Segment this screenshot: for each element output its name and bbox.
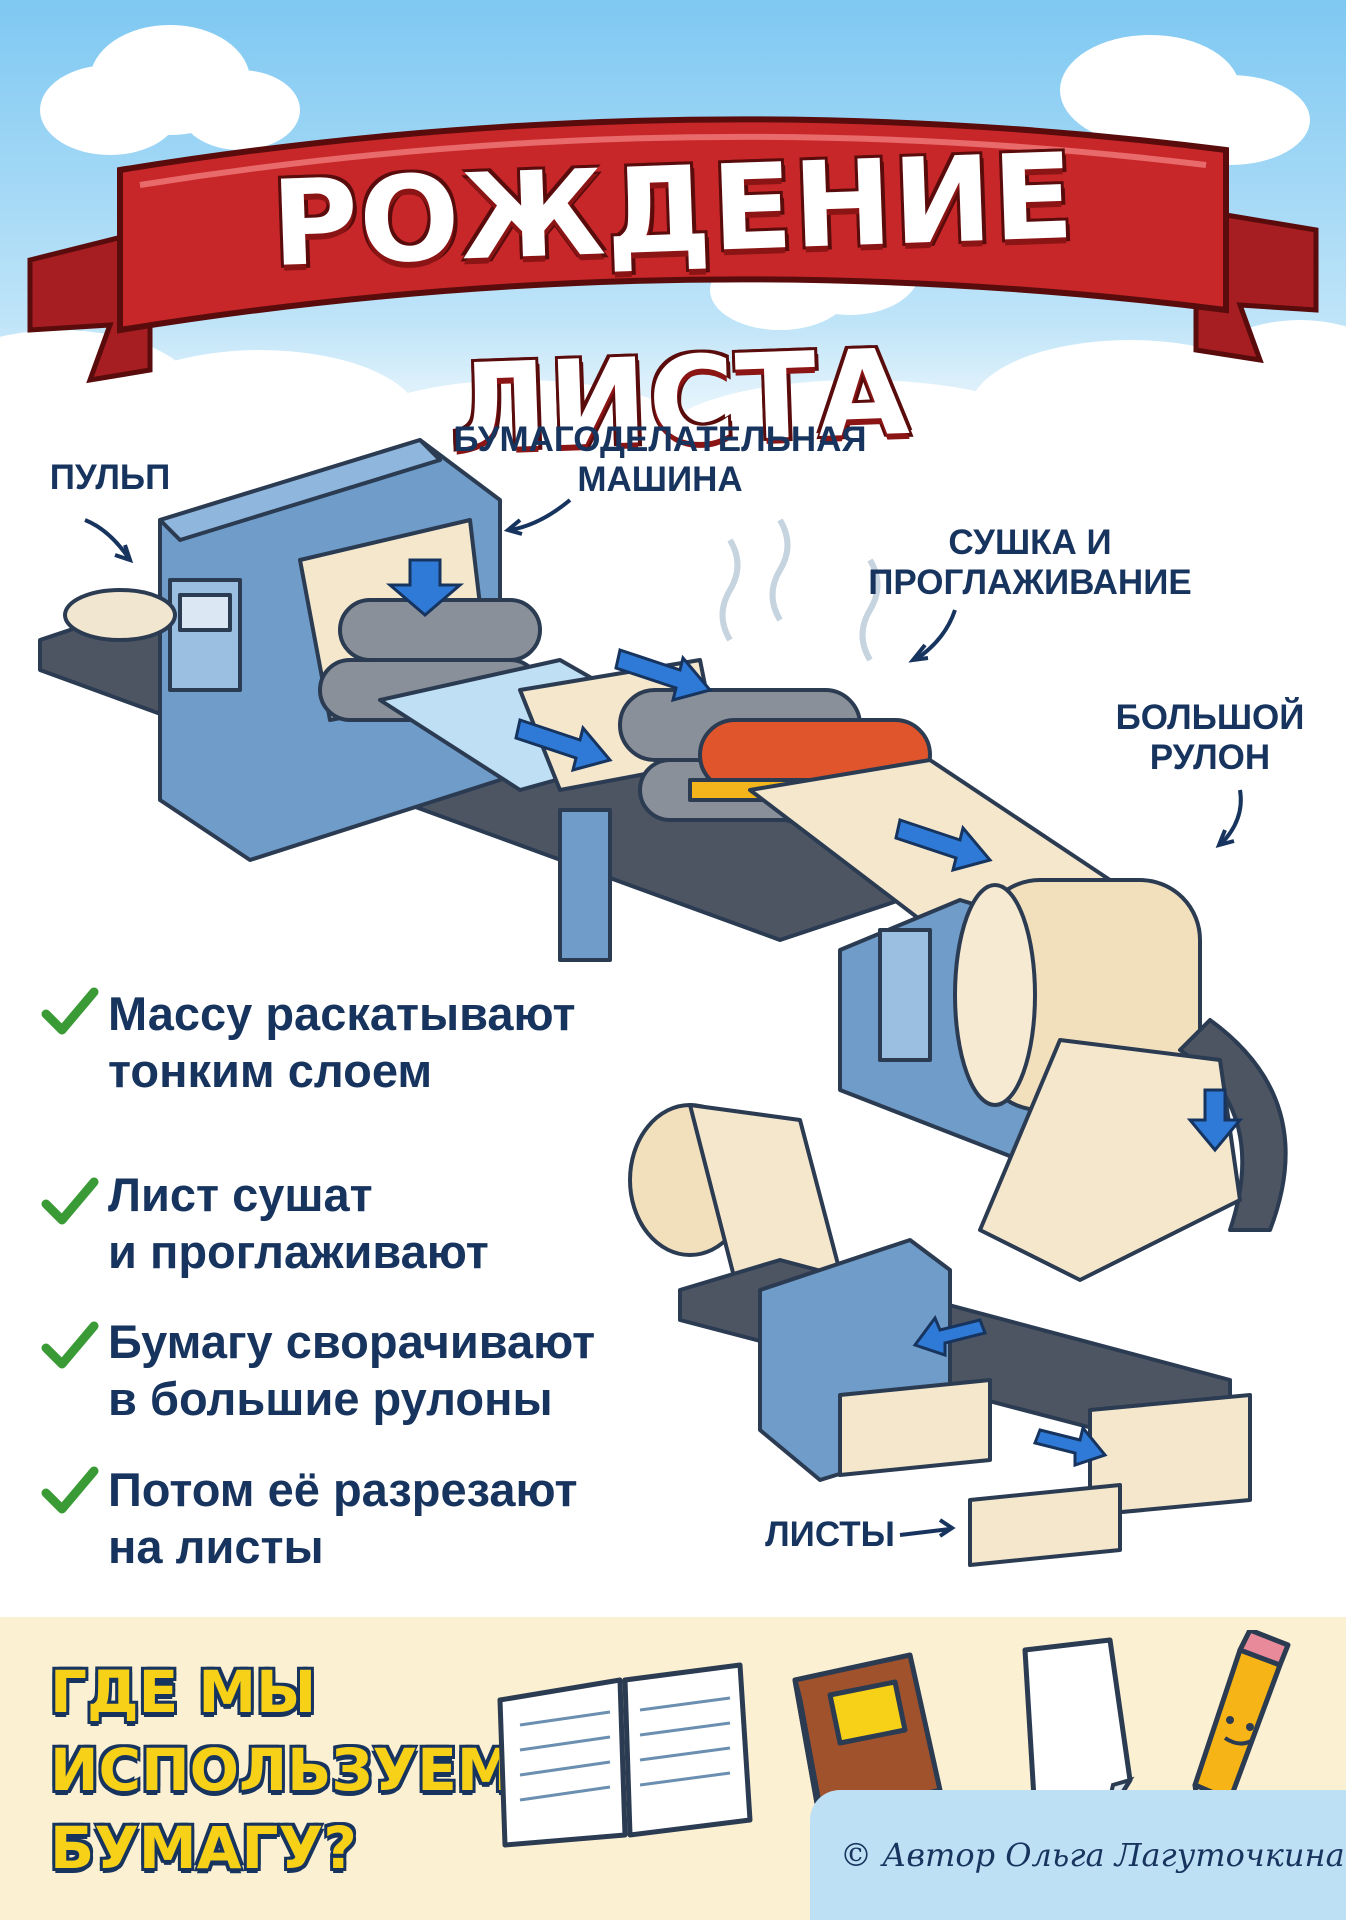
step-1-line1: Массу раскатывают [108, 987, 576, 1040]
label-drying-line1: СУШКА И [948, 523, 1112, 562]
label-machine-line1: БУМАГОДЕЛАТЕЛЬНАЯ [453, 420, 867, 459]
footer-question: ГДЕ МЫ ИСПОЛЬЗУЕМ БУМАГУ? [50, 1653, 515, 1913]
check-icon [41, 1177, 99, 1225]
step-3-line1: Бумагу сворачивают [108, 1315, 596, 1368]
label-drying-line2: ПРОГЛАЖИВАНИЕ [868, 563, 1192, 602]
footer-question-line3: БУМАГУ? [50, 1814, 357, 1882]
check-icon [41, 1466, 99, 1514]
step-4-line2: на листы [108, 1520, 324, 1573]
label-sheets: ЛИСТЫ [765, 1515, 895, 1554]
step-2-line2: и проглаживают [108, 1225, 489, 1278]
credit-box [810, 1790, 1346, 1920]
author-credit: © Автор Ольга Лагуточкина [840, 1836, 1345, 1874]
label-pulp: ПУЛЬП [49, 458, 171, 497]
label-machine-line2: МАШИНА [577, 460, 743, 499]
footer-question-line2: ИСПОЛЬЗУЕМ [50, 1736, 515, 1804]
title-ribbon [0, 60, 1346, 420]
step-3-line2: в большие рулоны [108, 1372, 553, 1425]
step-1-line2: тонким слоем [108, 1044, 433, 1097]
check-icon [41, 1321, 99, 1369]
check-icon [41, 987, 99, 1035]
label-big-roll-line2: РУЛОН [1149, 738, 1271, 777]
page-title: РОЖДЕНИЕ ЛИСТА [269, 127, 1077, 477]
footer-question-line1: ГДЕ МЫ [50, 1658, 317, 1726]
notebook-icon [497, 1662, 753, 1848]
book-icon [792, 1652, 943, 1838]
step-4-line1: Потом её разрезают [108, 1463, 578, 1516]
paper-machine-illustration [38, 438, 1288, 1567]
step-2-line1: Лист сушат [108, 1168, 373, 1221]
sky-background [0, 0, 1346, 500]
label-big-roll-line1: БОЛЬШОЙ [1115, 698, 1305, 737]
